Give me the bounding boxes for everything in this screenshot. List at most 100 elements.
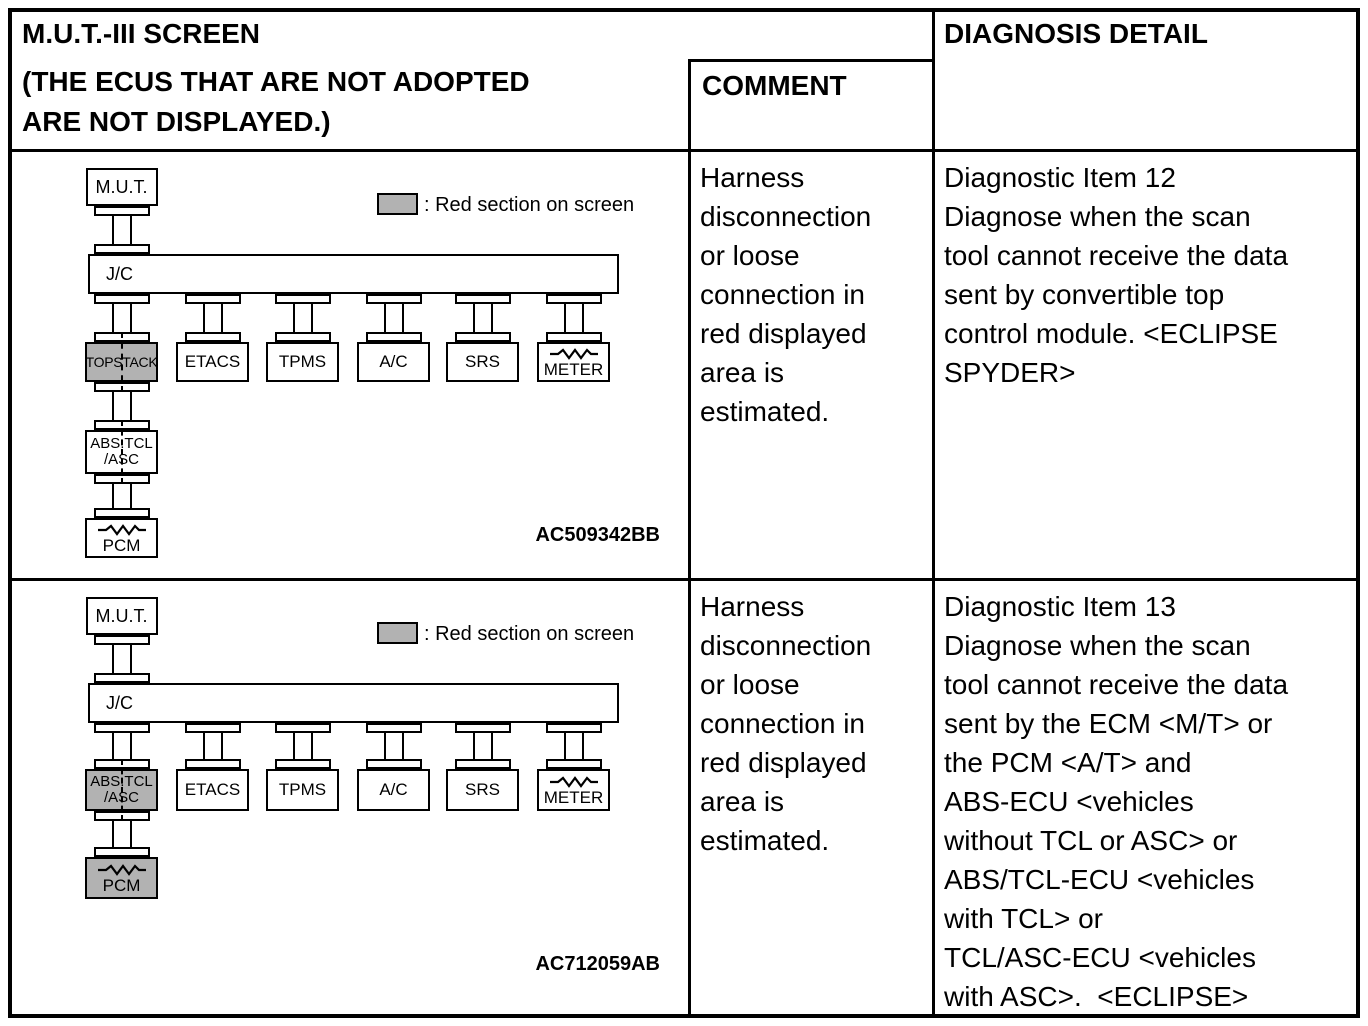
figure-code: AC509342BB [535,524,660,546]
mut-box: M.U.T. [85,597,158,635]
connector-cap [365,332,422,342]
ecu-label: SRS [465,780,500,799]
ecu-label: METER [543,359,604,379]
ecu-box-srs: SRS [446,769,519,811]
comment-header: COMMENT [702,70,847,101]
connector-bar [383,733,404,759]
dashed-split-line [120,759,123,821]
ecu-box-srs: SRS [446,342,519,382]
connector-cap [184,294,241,304]
connector-cap [454,332,511,342]
junction-connector-box: J/C [88,254,619,294]
ecu-label: A/C [379,352,408,371]
connector-cap-highlighted [93,723,150,733]
connector-cap [454,723,511,733]
diagnosis-text: Diagnostic Item 13 Diagnose when the sca… [944,591,1289,1012]
junction-connector-box: J/C [88,683,619,723]
connector-bar [472,304,493,332]
ecu-label: ETACS [184,352,241,371]
screen-title: M.U.T.-III SCREEN [22,18,261,49]
connector-cap [93,294,150,304]
diagnosis-text: Diagnostic Item 12 Diagnose when the sca… [944,162,1289,388]
grid-line-vertical-comment [688,59,691,1014]
grid-line-vertical-diagnosis [932,12,935,1014]
mut-box: M.U.T. [85,168,158,206]
ecu-label: A/C [379,780,408,799]
connector-bar [563,733,584,759]
connector-cap [454,759,511,769]
ecu-box-tpms: TPMS [266,342,339,382]
connector-cap [454,294,511,304]
connector-cap [274,332,331,342]
ecu-box-meter: METER [537,769,610,811]
comment-text: Harness disconnection or loose connectio… [700,162,872,427]
ecu-label: METER [543,787,604,807]
legend-label: : Red section on screen [424,623,635,645]
ecu-box-ac: A/C [357,342,430,382]
ecu-label: TPMS [278,352,327,371]
jc-label: J/C [106,264,133,284]
connector-bar [111,645,132,673]
connector-cap [184,332,241,342]
connector-cap [184,759,241,769]
connector-bar [563,304,584,332]
ecu-box-etacs: ETACS [176,769,249,811]
connector-cap [184,723,241,733]
screen-subtitle: (THE ECUS THAT ARE NOT ADOPTED ARE NOT D… [22,66,530,137]
ecu-box-pcm: PCM [85,518,158,558]
grid-line-comment-top [688,59,935,62]
ecu-box-tpms: TPMS [266,769,339,811]
connector-bar [472,733,493,759]
connector-cap [274,759,331,769]
comment-text: Harness disconnection or loose connectio… [700,591,872,856]
connector-bar [111,216,132,244]
ecu-label: SRS [465,352,500,371]
connector-bar-highlighted [111,821,132,847]
connector-bar [383,304,404,332]
ecu-box-pcm: PCM [85,857,158,899]
connector-bar [292,304,313,332]
connector-bar [292,733,313,759]
ecu-label: PCM [102,535,141,555]
connector-cap [545,294,602,304]
termination-resistor-icon [549,347,598,360]
connector-bar [202,304,223,332]
mut-label: M.U.T. [95,177,148,197]
connector-cap [274,294,331,304]
ecu-label: PCM [102,875,141,895]
ecu-box-ac: A/C [357,769,430,811]
dashed-split-line [120,420,123,484]
connector-cap [274,723,331,733]
legend-red-swatch [377,622,418,644]
ecu-box-meter: METER [537,342,610,382]
connector-cap-highlighted [93,847,150,857]
ecu-label: TPMS [278,780,327,799]
connector-cap [365,759,422,769]
connector-cap [93,635,150,645]
legend-red-swatch [377,193,418,215]
legend-label: : Red section on screen [424,194,635,216]
figure-code: AC712059AB [535,953,660,975]
ecu-label: ETACS [184,780,241,799]
connector-bar [111,484,132,508]
ecu-box-etacs: ETACS [176,342,249,382]
connector-cap [365,723,422,733]
connector-cap [93,508,150,518]
connector-cap [93,244,150,254]
mut-label: M.U.T. [95,606,148,626]
connector-cap [93,206,150,216]
diagnosis-table [8,8,1360,1018]
connector-cap [545,723,602,733]
diagnosis-header: DIAGNOSIS DETAIL [944,18,1208,49]
grid-line-header-bottom [12,149,1356,152]
connector-cap [545,332,602,342]
grid-line-row-divider [12,578,1356,581]
connector-bar [202,733,223,759]
connector-cap [365,294,422,304]
connector-bar [111,304,132,332]
connector-cap [93,673,150,683]
jc-label: J/C [106,693,133,713]
dashed-split-line [120,332,123,392]
termination-resistor-icon [549,775,598,788]
termination-resistor-icon [97,523,146,536]
